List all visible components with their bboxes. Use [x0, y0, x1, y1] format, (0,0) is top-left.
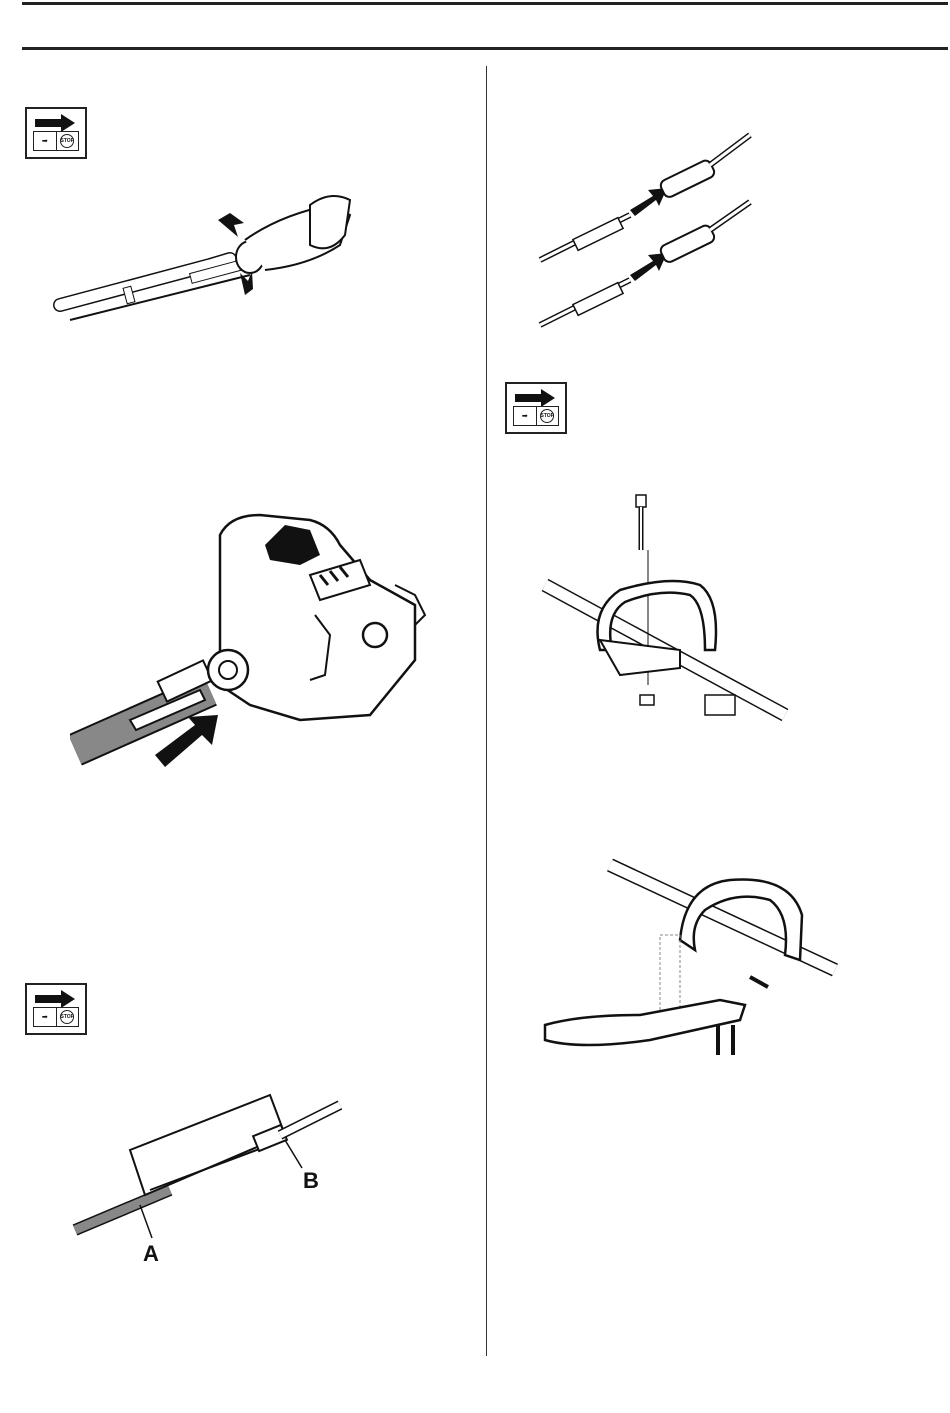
stop-engine-icon: ➡STOP	[25, 983, 87, 1035]
engine-assembly-figure	[70, 505, 440, 770]
throttle-handle-figure	[50, 185, 370, 335]
header-rule-bottom	[22, 47, 948, 50]
figure-label-b: B	[303, 1168, 319, 1194]
cable-clip-figure	[70, 1090, 360, 1240]
front-handle-figure	[540, 855, 840, 1070]
header-rule-top	[22, 2, 948, 5]
cable-connector-figure	[535, 130, 755, 330]
stop-engine-icon: ➡STOP	[505, 382, 567, 434]
stop-engine-icon: ➡STOP	[25, 107, 87, 159]
column-divider	[486, 66, 487, 1356]
figure-label-a: A	[143, 1241, 159, 1267]
loop-handle-figure	[540, 490, 790, 735]
